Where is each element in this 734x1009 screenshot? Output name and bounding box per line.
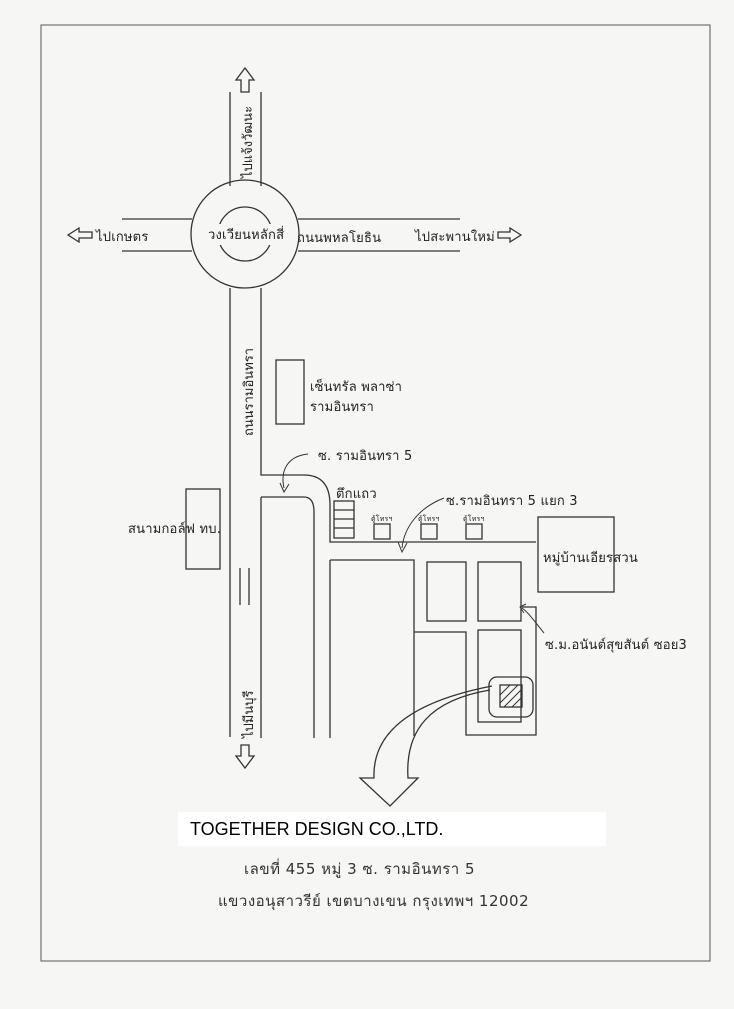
lot-3: [477, 629, 522, 723]
callout-soi5-yaek3: [401, 497, 445, 549]
phone-booth-3: [465, 523, 483, 540]
phone-booth-2: [420, 523, 438, 540]
label-golf-course: สนามกอล์ฟ ทบ.: [128, 522, 222, 537]
label-to-minburi: ไปมีนบุรี: [242, 690, 257, 738]
lot-1: [426, 561, 467, 622]
callout-soi3: [521, 607, 545, 634]
roundabout-outer: [190, 179, 300, 289]
label-to-kaset: ไปเกษตร: [96, 230, 149, 245]
label-central-plaza-line2: รามอินทรา: [310, 400, 374, 415]
label-phahonyothin: ถนนพหลโยธิน: [297, 231, 382, 246]
road-ramintra-east-lower: [260, 496, 315, 738]
label-ramintra-road: ถนนรามอินทรา: [242, 347, 257, 436]
label-phone-booth-2: ตู้โทรฯ: [418, 515, 440, 523]
phone-booth-1: [373, 523, 391, 540]
road-north: [229, 92, 262, 186]
soi-lower-road: [329, 559, 415, 738]
golf-course-building: [185, 488, 221, 570]
company-location-outer: [488, 676, 534, 718]
arrow-west: [66, 226, 93, 244]
arrow-north: [234, 66, 256, 93]
soi-3-road: [414, 606, 537, 736]
address-line-1: เลขที่ 455 หมู่ 3 ซ. รามอินทรา 5: [244, 860, 476, 878]
label-phone-booth-1: ตู้โทรฯ: [371, 515, 393, 523]
label-roundabout: วงเวียนหลักสี่: [208, 224, 285, 245]
pointer-arrow: [358, 685, 493, 807]
label-shophouse: ตึกแถว: [336, 487, 377, 502]
label-to-chaengwattana: ไปแจ้งวัฒนะ: [241, 105, 256, 178]
label-village: หมู่บ้านเอียรสวน: [543, 551, 638, 566]
address-line-2: แขวงอนุสาวรีย์ เขตบางเขน กรุงเทพฯ 12002: [218, 892, 530, 910]
company-name: TOGETHER DESIGN CO.,LTD.: [178, 812, 606, 846]
label-central-plaza: เซ็นทรัล พลาซ่า: [310, 380, 403, 395]
page-frame: [40, 24, 711, 962]
label-phone-booth-3: ตู้โทรฯ: [463, 515, 485, 523]
arrow-south: [234, 744, 256, 770]
callout-soi5: [282, 453, 309, 489]
road-east: [298, 218, 460, 252]
label-soi-ramintra-5-yaek-3: ซ.รามอินทรา 5 แยก 3: [446, 494, 578, 509]
label-soi-ramintra-5: ซ. รามอินทรา 5: [318, 449, 413, 464]
label-to-saphan-mai: ไปสะพานใหม่: [415, 230, 495, 245]
road-ramintra-east: [260, 288, 536, 543]
lot-2: [477, 561, 522, 622]
company-location-building: [499, 684, 523, 708]
village-block: [537, 516, 615, 593]
road-west: [122, 218, 192, 252]
median-marks: [239, 568, 250, 605]
arrow-east: [497, 226, 523, 244]
label-soi-anansuksan-3: ซ.ม.อนันต์สุขสันต์ ซอย3: [545, 638, 688, 653]
central-plaza-building: [275, 359, 305, 425]
